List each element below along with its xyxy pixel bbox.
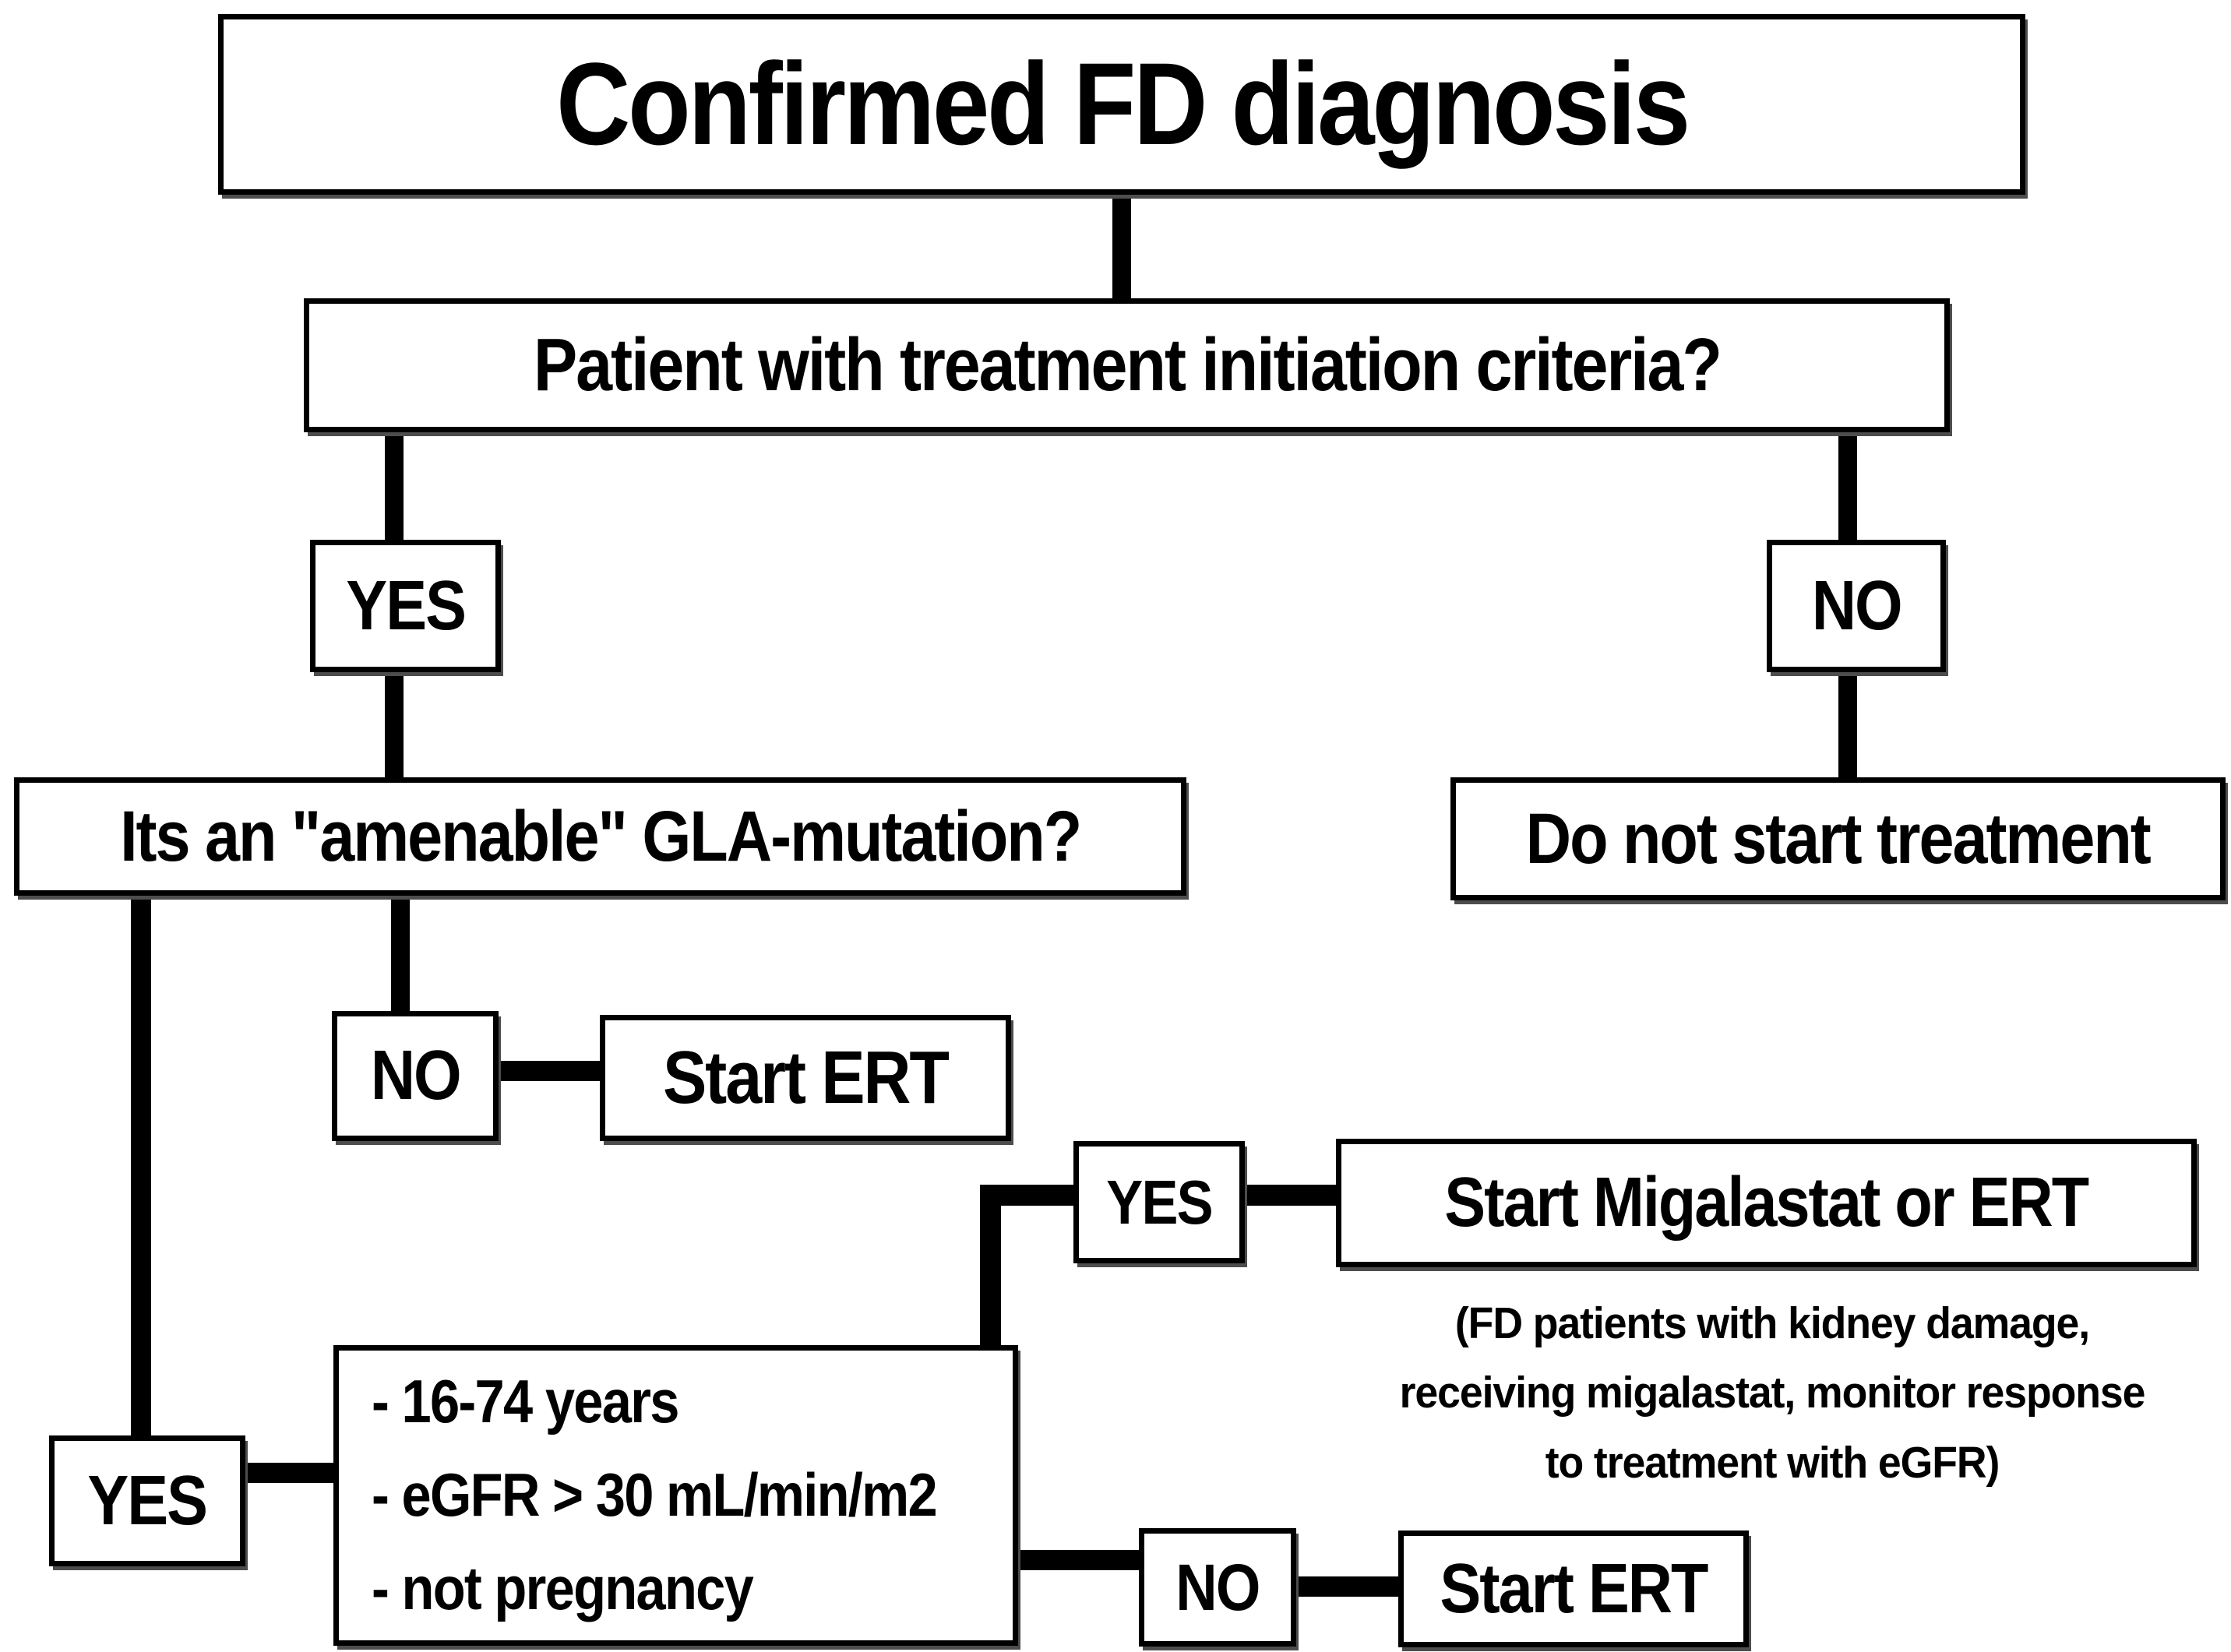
treatment-criteria-question-label: Patient with treatment initiation criter… — [533, 322, 1722, 407]
connector-question-to-no — [1838, 429, 1857, 543]
connector-amenable-to-no-branch — [391, 893, 410, 1014]
start-ert-non-amenable-label: Start ERT — [663, 1035, 950, 1119]
criteria-item-egfr: - eGFR > 30 mL/min/m2 — [372, 1460, 938, 1530]
connector-yes-to-criteria — [243, 1463, 337, 1483]
connector-criteria-to-no — [1015, 1550, 1142, 1570]
start-migalastat-or-ert-label: Start Migalastat or ERT — [1444, 1164, 2090, 1242]
node-yes-criteria-met: YES — [1073, 1141, 1245, 1263]
node-start-ert-non-amenable: Start ERT — [600, 1015, 1011, 1141]
node-amenable-gla-mutation-question: Its an "amenable" GLA-mutation? — [14, 777, 1186, 896]
criteria-list: - 16-74 years - eGFR > 30 mL/min/m2 - no… — [339, 1367, 1013, 1622]
node-confirmed-fd-diagnosis: Confirmed FD diagnosis — [218, 14, 2025, 195]
yes-criteria-met-label: YES — [1106, 1167, 1213, 1237]
node-start-ert-criteria-not-met: Start ERT — [1398, 1530, 1749, 1647]
no-not-amenable-label: NO — [370, 1037, 462, 1115]
migalastat-monitoring-note: (FD patients with kidney damage, receivi… — [1399, 1298, 2146, 1488]
node-yes-treatment-criteria: YES — [310, 540, 501, 672]
connector-title-to-question — [1112, 192, 1131, 301]
node-start-migalastat-or-ert: Start Migalastat or ERT — [1336, 1139, 2197, 1267]
node-no-not-amenable: NO — [332, 1011, 499, 1141]
amenable-gla-mutation-question-label: Its an "amenable" GLA-mutation? — [119, 796, 1082, 876]
yes-treatment-criteria-label: YES — [346, 566, 467, 645]
no-criteria-not-met-label: NO — [1175, 1550, 1260, 1624]
connector-yes-to-amenable-question — [385, 669, 404, 780]
no-treatment-criteria-label: NO — [1811, 566, 1903, 645]
yes-amenable-label: YES — [87, 1461, 209, 1540]
connector-no-to-do-not-start — [1838, 669, 1857, 780]
node-no-criteria-not-met: NO — [1139, 1528, 1296, 1647]
criteria-item-age: - 16-74 years — [372, 1367, 679, 1436]
confirmed-fd-diagnosis-label: Confirmed FD diagnosis — [555, 38, 1690, 170]
node-yes-amenable: YES — [49, 1435, 245, 1566]
connector-criteria-elbow-to-yes — [980, 1185, 1077, 1206]
criteria-item-pregnancy: - not pregnancy — [372, 1553, 754, 1622]
node-no-treatment-criteria: NO — [1767, 540, 1946, 672]
do-not-start-treatment-label: Do not start treatment — [1525, 798, 2152, 879]
connector-no-to-start-ert-bottom — [1293, 1576, 1401, 1597]
start-ert-criteria-not-met-label: Start ERT — [1440, 1549, 1708, 1628]
connector-amenable-to-yes-branch — [131, 893, 151, 1439]
node-treatment-criteria-question: Patient with treatment initiation criter… — [304, 298, 1950, 432]
node-migalastat-eligibility-criteria: - 16-74 years - eGFR > 30 mL/min/m2 - no… — [333, 1345, 1018, 1646]
connector-no-to-start-ert — [495, 1061, 603, 1081]
connector-question-to-yes — [385, 429, 404, 543]
node-do-not-start-treatment: Do not start treatment — [1450, 777, 2226, 900]
connector-criteria-elbow-vertical — [980, 1185, 1001, 1348]
connector-yes-to-start-migalastat — [1242, 1185, 1339, 1206]
